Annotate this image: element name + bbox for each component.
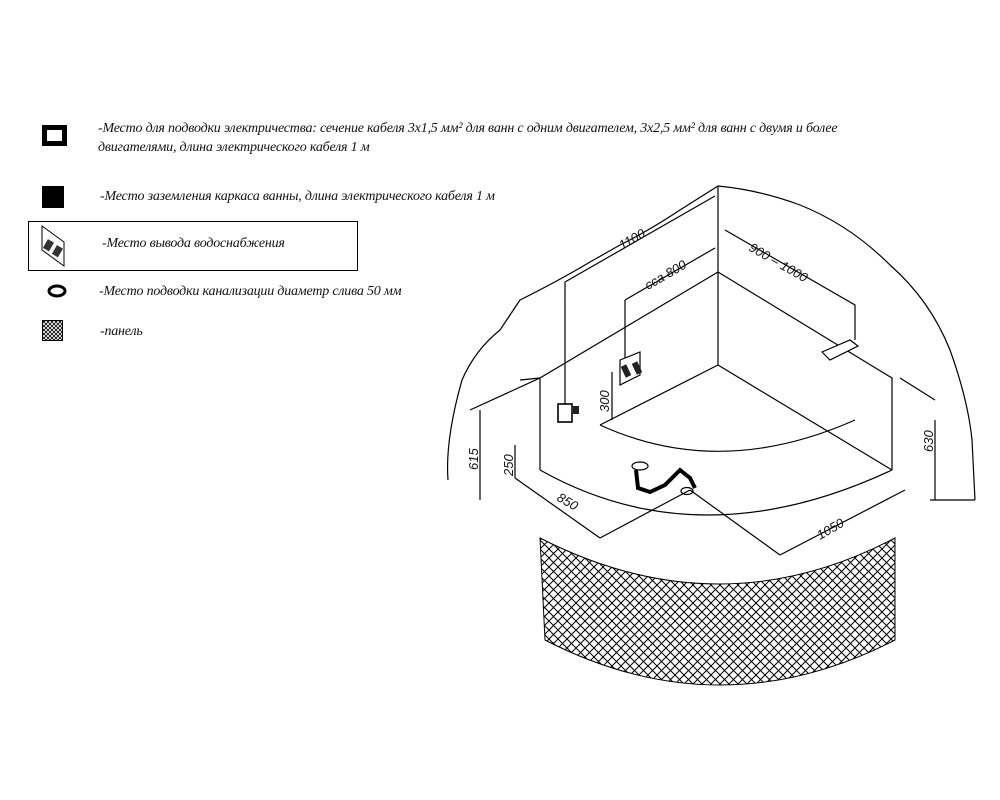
ellipse-icon	[47, 284, 67, 298]
dim-wall-left: 1100	[616, 225, 648, 252]
dim-wall-right: 900 – 1000	[747, 240, 812, 286]
front-panel	[539, 537, 896, 686]
legend-item-electricity: -Место для подводки электричества: сечен…	[98, 121, 838, 155]
wall-outline	[446, 185, 976, 501]
water-outlet-icon	[41, 225, 65, 267]
dim-water-offset: cca 800	[642, 256, 690, 292]
legend-item-panel: -панель	[100, 324, 143, 339]
crosshatch-icon	[42, 320, 63, 341]
legend-item-grounding: -Место заземления каркаса ванны, длина э…	[100, 189, 495, 204]
dim-height-right: 630	[921, 430, 936, 452]
dim-height-left: 615	[466, 448, 481, 470]
filled-square-icon	[42, 186, 64, 208]
open-square-icon	[42, 125, 67, 146]
legend-item-drain: -Место подводки канализации диаметр слив…	[99, 284, 402, 299]
legend-item-water-box	[28, 221, 358, 271]
dim-electric-height: 250	[501, 454, 516, 477]
tub-outline	[519, 271, 893, 516]
dim-width-left: 850	[555, 490, 582, 514]
dim-water-height: 300	[597, 390, 612, 412]
legend-item-water: -Место вывода водоснабжения	[102, 236, 285, 251]
dim-width-right: 1050	[814, 515, 847, 543]
